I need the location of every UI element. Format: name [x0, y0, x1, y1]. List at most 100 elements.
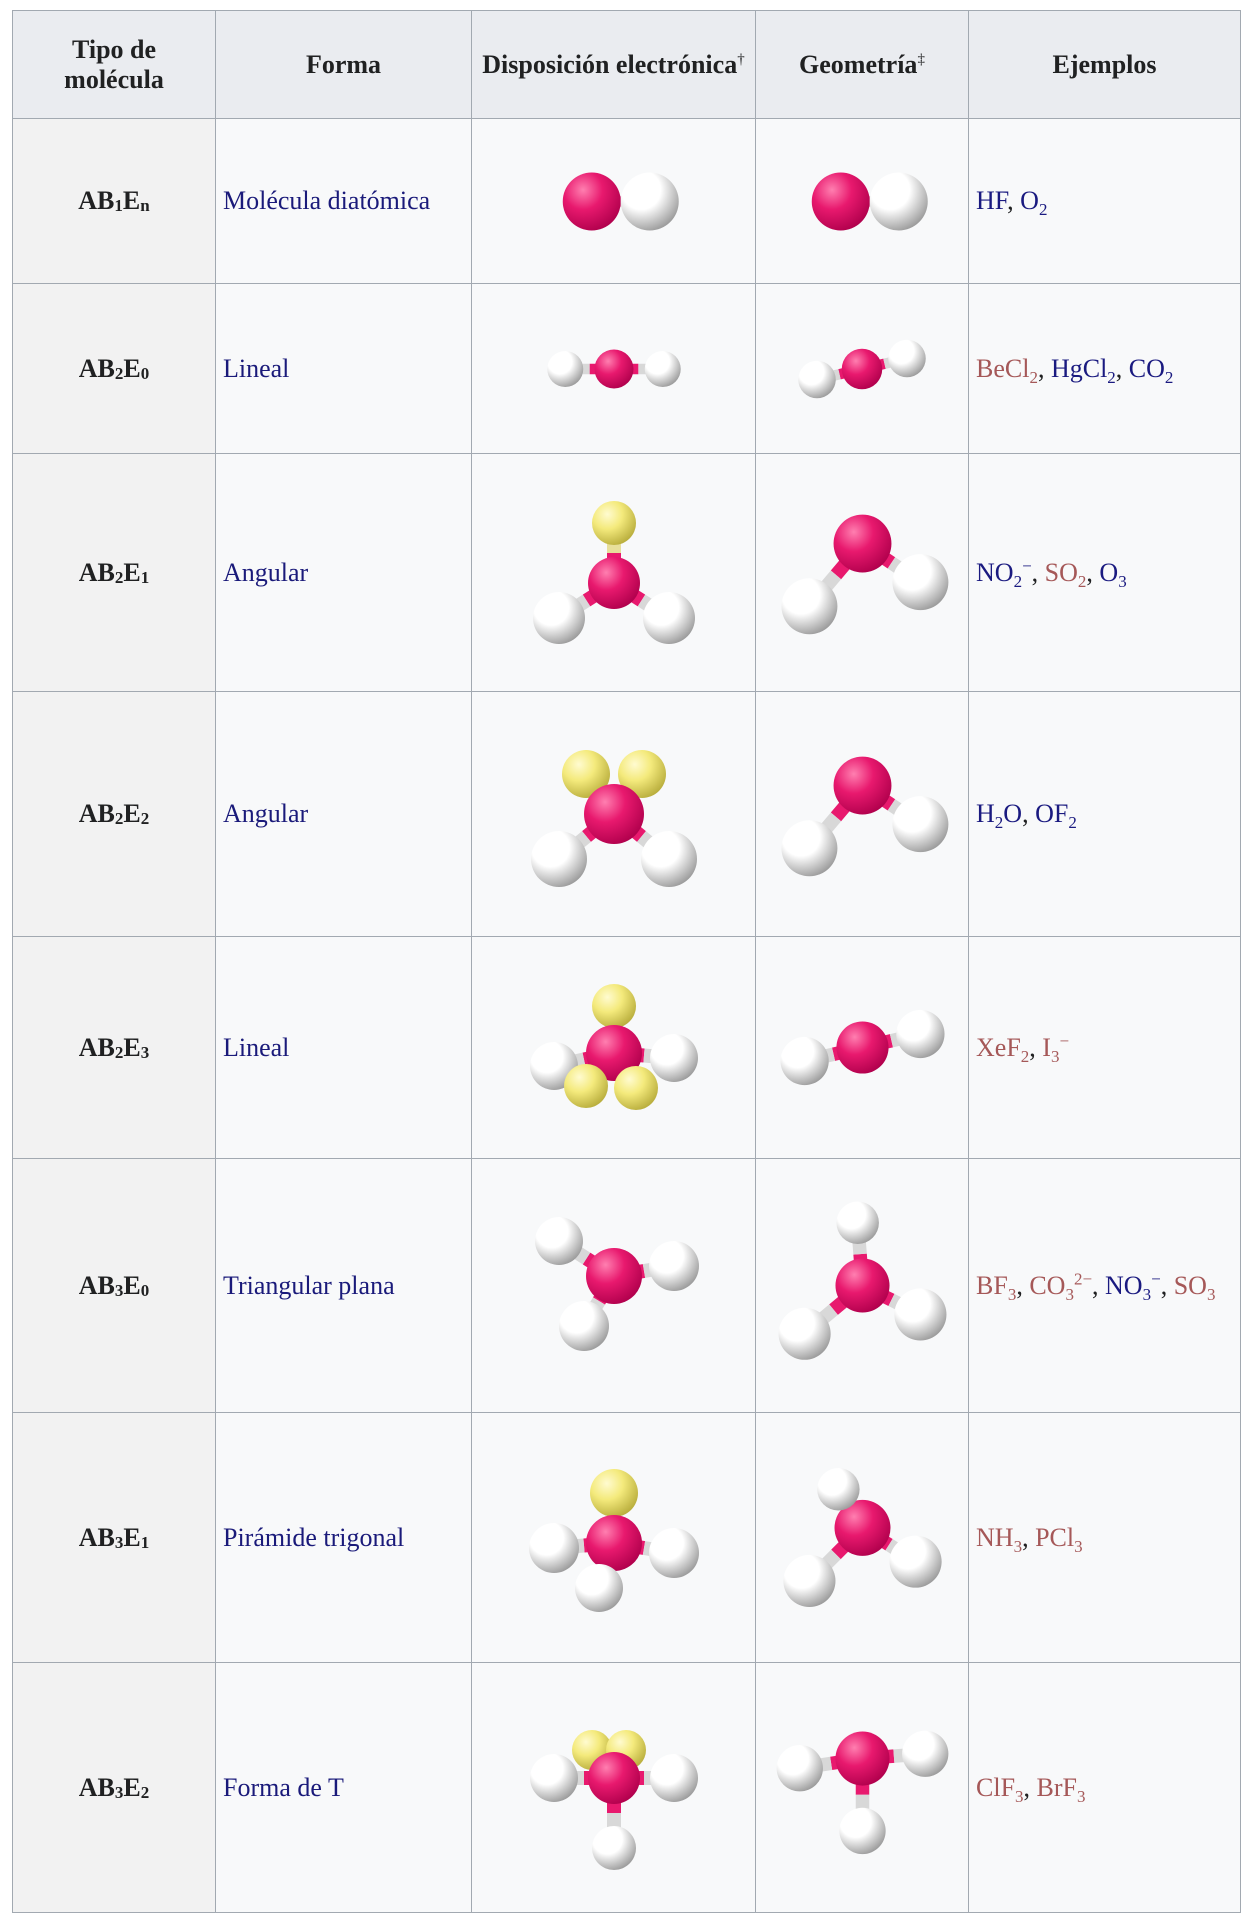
- geometry-image[interactable]: [766, 1441, 959, 1634]
- formula-text: BeCl: [976, 353, 1030, 383]
- example-link[interactable]: HF: [976, 186, 1007, 215]
- example-link[interactable]: NH3: [976, 1523, 1022, 1555]
- geometry-image[interactable]: [766, 718, 959, 911]
- formula-subscript: 3: [1015, 1786, 1024, 1806]
- example-link[interactable]: SO2: [1045, 558, 1087, 590]
- example-link[interactable]: CO2: [1129, 354, 1174, 386]
- geometry-image[interactable]: [766, 951, 959, 1144]
- example-link[interactable]: ClF3: [976, 1773, 1024, 1805]
- shape-cell: Angular: [215, 691, 472, 937]
- example-link[interactable]: XeF2: [976, 1033, 1029, 1065]
- central-atom: [841, 348, 883, 389]
- type-subscript: 1: [140, 1532, 150, 1552]
- bonded-atom: [649, 1753, 698, 1802]
- bonded-atom: [889, 1535, 942, 1588]
- example-link[interactable]: NO3−: [1105, 1268, 1161, 1303]
- shape-link[interactable]: Lineal: [223, 1032, 290, 1062]
- double-dagger-footnote-link[interactable]: ‡: [917, 50, 925, 67]
- electronic-arrangement-image[interactable]: [541, 129, 686, 274]
- header-examples: Ejemplos: [968, 10, 1241, 119]
- shape-link[interactable]: Triangular plana: [223, 1270, 395, 1300]
- electronic-arrangement-image-cell: [471, 1412, 756, 1663]
- formula-text: I: [1042, 1032, 1051, 1062]
- shape-link[interactable]: Pirámide trigonal: [223, 1522, 405, 1552]
- type-subscript: 0: [140, 363, 150, 383]
- shape-link[interactable]: Angular: [223, 557, 309, 587]
- bonded-atom: [893, 1288, 946, 1341]
- example-link[interactable]: CO32−: [1029, 1270, 1092, 1303]
- electronic-arrangement-image[interactable]: [514, 1438, 714, 1638]
- type-subscript: 3: [114, 1532, 124, 1552]
- geometry-image[interactable]: [790, 129, 935, 274]
- formula-subscript: 2: [1029, 367, 1038, 387]
- example-link[interactable]: BeCl2: [976, 353, 1038, 386]
- example-link[interactable]: NO2−: [976, 557, 1032, 590]
- example-link[interactable]: H2O: [976, 799, 1022, 831]
- type-letters: E: [123, 353, 141, 383]
- example-link[interactable]: O3: [1099, 558, 1126, 590]
- examples-cell: NO2−, SO2, O3: [968, 453, 1241, 692]
- type-subscript: n: [140, 196, 150, 215]
- bonded-atom: [901, 1730, 948, 1777]
- example-link[interactable]: BF3: [976, 1271, 1016, 1303]
- bonded-atom: [546, 350, 583, 387]
- central-atom: [834, 1731, 890, 1786]
- electronic-arrangement-image[interactable]: [514, 1186, 714, 1386]
- example-separator: ,: [1023, 1772, 1037, 1802]
- example-link[interactable]: O2: [1020, 186, 1047, 218]
- formula-superscript: −: [1151, 1268, 1161, 1288]
- dagger-footnote-link[interactable]: †: [737, 50, 745, 67]
- example-link[interactable]: SO3: [1174, 1271, 1216, 1303]
- examples-cell: HF, O2: [968, 118, 1241, 284]
- formula-subscript: 3: [1206, 1284, 1216, 1304]
- example-separator: ,: [1115, 353, 1129, 383]
- geometry-image-cell: [755, 1412, 969, 1663]
- electronic-arrangement-image[interactable]: [539, 294, 689, 444]
- geometry-image[interactable]: [766, 476, 959, 669]
- geometry-image[interactable]: [766, 1691, 959, 1884]
- central-atom: [587, 556, 640, 609]
- type-letters: E: [123, 1772, 141, 1802]
- geometry-image-cell: [755, 936, 969, 1159]
- example-link[interactable]: BrF3: [1037, 1773, 1086, 1805]
- electronic-arrangement-image[interactable]: [514, 948, 714, 1148]
- lone-pair-atom: [563, 1063, 608, 1108]
- geometry-image[interactable]: [766, 1189, 959, 1382]
- shape-link[interactable]: Angular: [223, 799, 309, 828]
- bonded-atom: [779, 1036, 829, 1086]
- formula-text: NO: [1105, 1270, 1143, 1300]
- example-link[interactable]: OF2: [1035, 799, 1077, 831]
- electronic-arrangement-image[interactable]: [514, 473, 714, 673]
- central-atom: [594, 349, 633, 388]
- formula-subscript: 2: [1077, 571, 1087, 591]
- shape-link[interactable]: Molécula diatómica: [223, 186, 431, 215]
- bonded-atom: [798, 360, 836, 398]
- shape-link[interactable]: Forma de T: [223, 1772, 344, 1802]
- molecule-type-cell: AB1En: [12, 118, 216, 284]
- molecule-type-cell: AB2E3: [12, 936, 216, 1159]
- example-link[interactable]: I3−: [1042, 1032, 1069, 1065]
- type-letters: E: [122, 186, 141, 215]
- bonded-atom: [776, 1745, 823, 1792]
- formula-text: PCl: [1035, 1522, 1075, 1552]
- bonded-atom: [780, 819, 837, 876]
- type-letters: AB: [78, 557, 115, 587]
- shape-link[interactable]: Lineal: [223, 353, 290, 383]
- electronic-arrangement-image[interactable]: [514, 714, 714, 914]
- lone-pair-atom: [617, 750, 666, 798]
- geometry-image-cell: [755, 118, 969, 284]
- vsepr-table: Tipo de molécula Forma Disposición elect…: [12, 10, 1241, 1913]
- formula-subscript: 3: [1142, 1284, 1152, 1304]
- formula-subscript: 2: [1013, 571, 1023, 591]
- example-link[interactable]: HgCl2: [1051, 354, 1116, 386]
- example-separator: ,: [1007, 186, 1021, 215]
- type-subscript: 3: [140, 1042, 150, 1062]
- bonded-atom: [530, 831, 587, 887]
- electronic-arrangement-image[interactable]: [514, 1688, 714, 1888]
- type-letters: E: [123, 557, 141, 587]
- geometry-image[interactable]: [787, 294, 937, 444]
- central-atom: [834, 1499, 890, 1556]
- example-link[interactable]: PCl3: [1035, 1522, 1083, 1555]
